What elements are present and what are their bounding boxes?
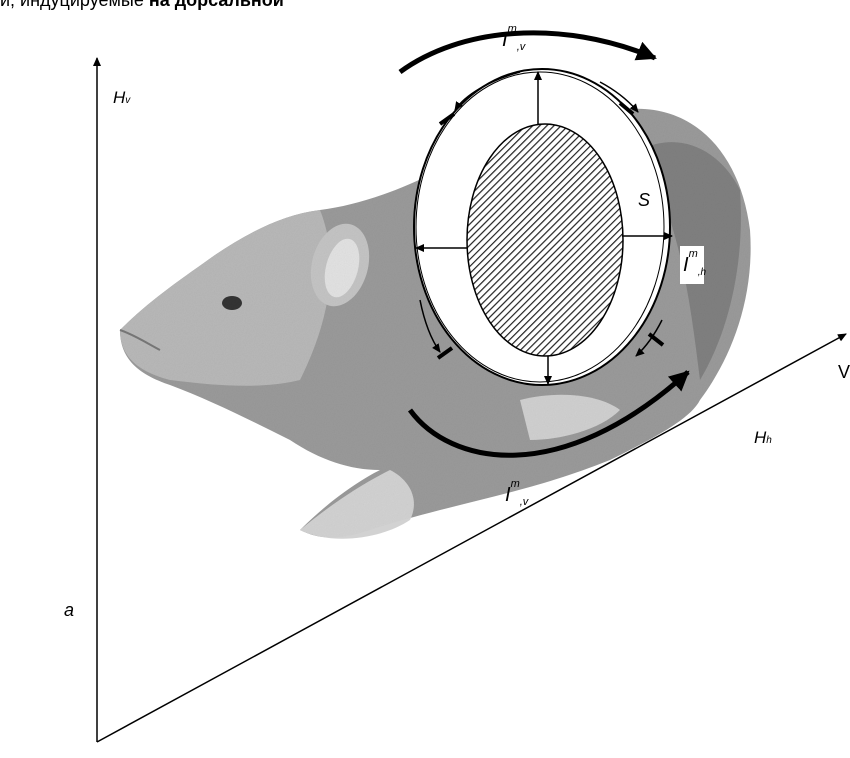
radial-arrows (415, 71, 673, 385)
i-sub-v: ,v (519, 496, 529, 508)
hv-sub: v (125, 95, 131, 106)
label-i-m-v-bottom: Im ,v (505, 479, 529, 508)
caption-prefix: и, индуцируемые (0, 0, 149, 10)
hatched-core (466, 123, 624, 357)
i-sup-m: m (688, 248, 698, 260)
caption: и, индуцируемые на дорсальной (0, 0, 284, 11)
i-sup-m: m (507, 23, 517, 35)
tick-top-right (618, 101, 635, 116)
label-s: S (638, 190, 651, 210)
label-box-ih (680, 246, 704, 284)
ring-arrow-bottom-right (635, 319, 663, 357)
horizontal-axis-hh (96, 333, 847, 743)
ring-ticks (436, 101, 665, 360)
i-symbol: I (683, 254, 689, 276)
label-i-m-h: Im ,h (683, 249, 707, 278)
caption-bold: на дорсальной (148, 0, 284, 10)
i-sub-v: ,v (516, 41, 526, 53)
label-i-m-v-top: Im ,v (502, 24, 526, 53)
ring-arrow-top-right (599, 81, 639, 113)
ring-arrow-top-left (454, 71, 521, 111)
axis-label-hh: Hh (754, 428, 772, 448)
i-symbol: I (505, 484, 511, 506)
tick-bottom-left (436, 346, 454, 360)
axis-label-v: V (838, 362, 850, 382)
ring-arrow-bottom-left (419, 299, 441, 353)
i-sub-h: ,h (697, 267, 707, 278)
curved-arrow-bottom (407, 370, 690, 458)
i-sup-m: m (510, 478, 520, 490)
i-symbol: I (502, 29, 508, 51)
ring-tangent-arrows (419, 71, 663, 357)
axes (93, 57, 847, 743)
axis-label-hv: Hv (113, 88, 130, 108)
hh-main: H (754, 428, 767, 447)
curved-arrow-top (398, 30, 657, 75)
tick-top-left (438, 112, 456, 126)
hv-main: H (113, 88, 126, 107)
tick-bottom-right (647, 332, 665, 347)
hh-sub: h (766, 435, 772, 446)
panel-label-a: a (64, 600, 75, 620)
